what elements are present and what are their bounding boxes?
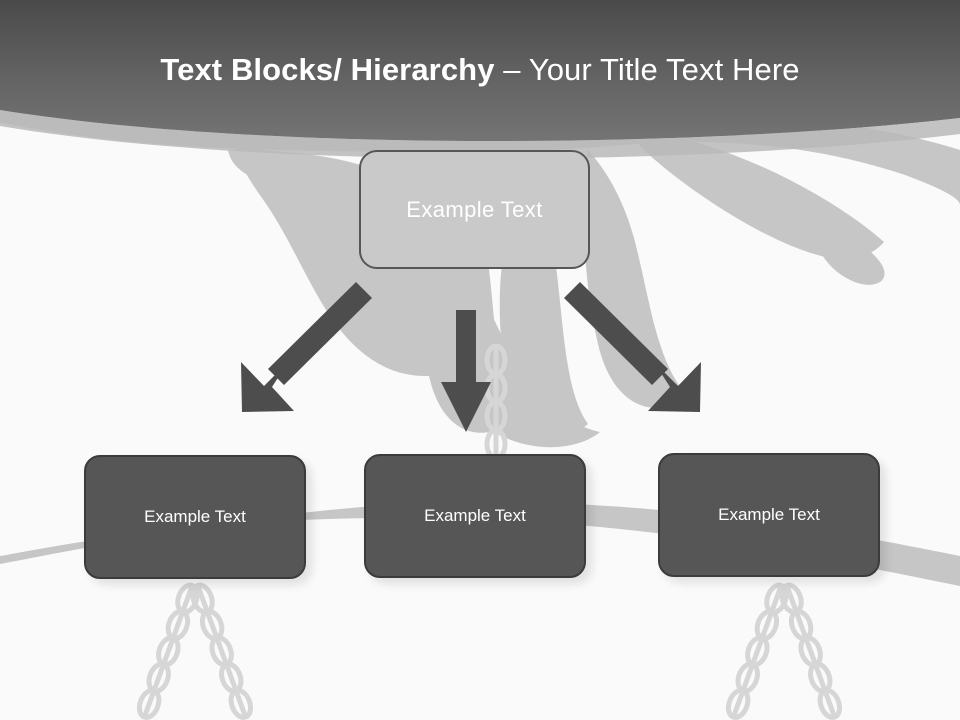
hierarchy-root-label: Example Text — [406, 196, 543, 222]
title-bold-part: Text Blocks/ Hierarchy — [160, 52, 495, 87]
page-title: Text Blocks/ Hierarchy – Your Title Text… — [0, 50, 960, 90]
arrow-center-icon — [441, 310, 491, 432]
hierarchy-root-box[interactable]: Example Text — [359, 150, 590, 269]
hierarchy-child-box-2[interactable]: Example Text — [364, 454, 586, 578]
hierarchy-child-label-3: Example Text — [718, 505, 820, 524]
arrow-left-icon — [241, 282, 372, 412]
hierarchy-child-box-1[interactable]: Example Text — [84, 455, 306, 579]
hierarchy-child-label-2: Example Text — [424, 506, 526, 525]
hierarchy-child-label-1: Example Text — [144, 507, 246, 526]
chain-center — [484, 343, 508, 461]
title-regular-part: Your Title Text Here — [528, 52, 800, 87]
arrow-right-icon — [564, 282, 701, 412]
title-separator: – — [494, 52, 529, 87]
chain-left-pair — [136, 582, 254, 720]
chain-right-pair — [725, 582, 843, 720]
hierarchy-child-box-3[interactable]: Example Text — [658, 453, 880, 577]
